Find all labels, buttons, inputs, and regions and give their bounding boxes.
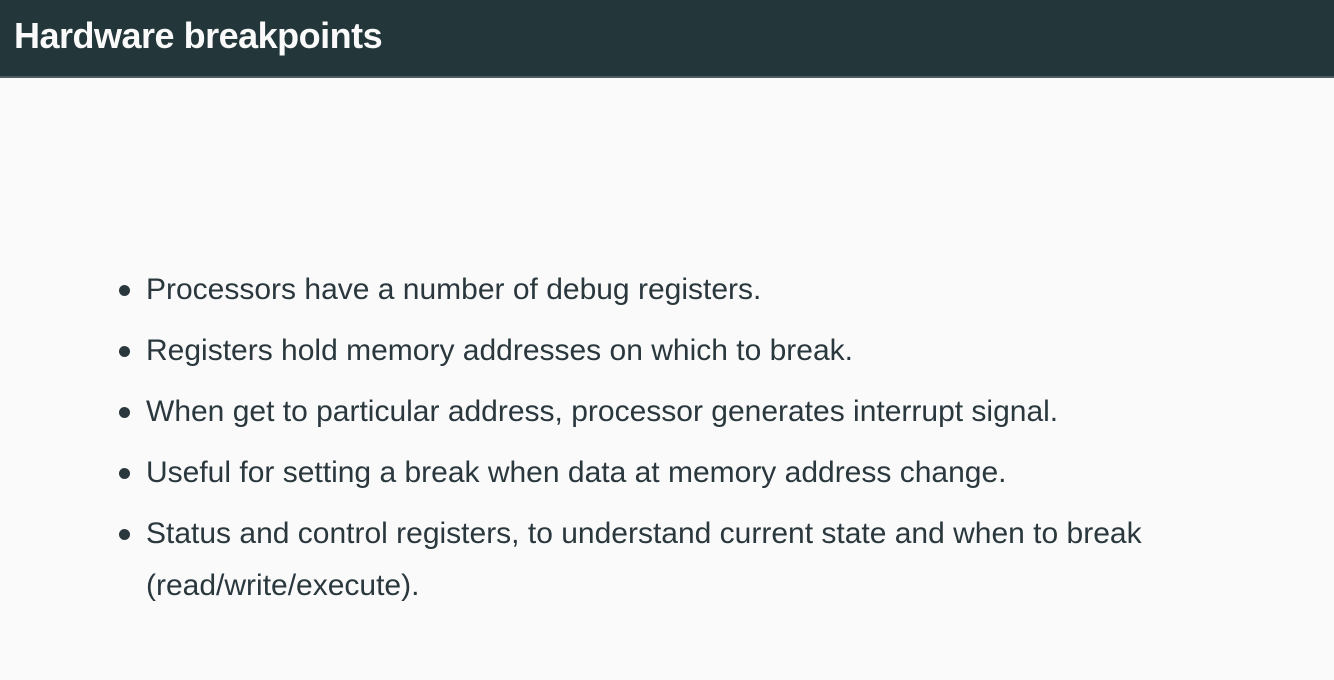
- bullet-dot-icon: [119, 346, 130, 357]
- list-item: When get to particular address, processo…: [118, 386, 1314, 438]
- bullet-dot-icon: [119, 529, 130, 540]
- slide-title: Hardware breakpoints: [14, 15, 383, 56]
- bullet-dot-icon: [119, 407, 130, 418]
- list-item: Useful for setting a break when data at …: [118, 447, 1314, 499]
- bullet-list: Processors have a number of debug regist…: [118, 264, 1314, 621]
- bullet-text: Status and control registers, to underst…: [146, 517, 1142, 602]
- bullet-text: Useful for setting a break when data at …: [146, 456, 1007, 489]
- bullet-dot-icon: [119, 285, 130, 296]
- list-item: Processors have a number of debug regist…: [118, 264, 1314, 316]
- list-item: Status and control registers, to underst…: [118, 508, 1314, 612]
- bullet-text: Registers hold memory addresses on which…: [146, 334, 853, 367]
- bullet-text: Processors have a number of debug regist…: [146, 273, 762, 306]
- bullet-dot-icon: [119, 468, 130, 479]
- slide-header: Hardware breakpoints: [0, 0, 1334, 78]
- list-item: Registers hold memory addresses on which…: [118, 325, 1314, 377]
- bullet-text: When get to particular address, processo…: [146, 395, 1059, 428]
